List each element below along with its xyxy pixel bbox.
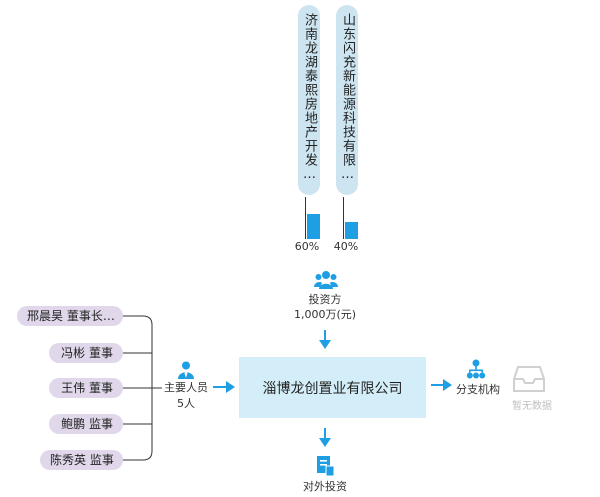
document-icon: [317, 456, 334, 476]
branch-arrow: [431, 379, 452, 391]
company-name: 淄博龙创置业有限公司: [262, 380, 403, 397]
shareholder-name: 山东闪充新能源科技有限公司: [340, 13, 355, 185]
investor-node-label[interactable]: 投资方 1,000万(元): [270, 292, 380, 322]
company-box[interactable]: 淄博龙创置业有限公司: [239, 357, 426, 418]
shareholder-pill-1[interactable]: 济南龙湖泰熙房地产开发有限…: [298, 5, 320, 195]
shareholder-percent-bar: [307, 214, 320, 239]
shareholder-pill-2[interactable]: 山东闪充新能源科技有限公司: [336, 5, 358, 195]
shareholder-percent-label: 40%: [333, 240, 359, 253]
shareholder-percent-label: 60%: [294, 240, 320, 253]
personnel-arrow: [213, 381, 235, 393]
person-text: 邢晨昊 董事长…: [27, 309, 115, 323]
person-pill-2[interactable]: 冯彬 董事: [49, 343, 123, 363]
personnel-title: 主要人员: [164, 381, 208, 394]
investor-amount: 1,000万(元): [293, 308, 357, 321]
branch-empty-text: 暂无数据: [512, 401, 552, 412]
shareholder-name: 济南龙湖泰熙房地产开发有限…: [302, 13, 317, 185]
personnel-node-label[interactable]: 主要人员 5人: [160, 380, 212, 412]
shareholder-bar-frame: [305, 197, 327, 239]
person-text: 陈秀英 监事: [50, 453, 114, 467]
person-pill-3[interactable]: 王伟 董事: [49, 378, 123, 398]
person-pill-5[interactable]: 陈秀英 监事: [40, 450, 123, 470]
outward-arrow: [319, 428, 331, 447]
person-icon: [178, 361, 194, 379]
org-chart-icon: [466, 359, 486, 379]
person-text: 冯彬 董事: [61, 346, 113, 360]
person-pill-1[interactable]: 邢晨昊 董事长…: [17, 306, 123, 326]
person-pill-4[interactable]: 鲍鹏 监事: [49, 414, 123, 434]
personnel-count: 5人: [177, 397, 195, 410]
investor-arrow: [319, 330, 331, 349]
shareholder-bar-frame: [343, 197, 365, 239]
people-group-icon: [314, 271, 338, 289]
person-text: 王伟 董事: [61, 381, 113, 395]
investor-title: 投资方: [308, 293, 342, 306]
person-text: 鲍鹏 监事: [61, 417, 113, 431]
branch-node-label[interactable]: 分支机构: [456, 383, 500, 396]
outward-investment-label[interactable]: 对外投资: [303, 480, 347, 493]
shareholder-percent-bar: [345, 222, 358, 239]
empty-inbox-icon: [513, 366, 545, 392]
